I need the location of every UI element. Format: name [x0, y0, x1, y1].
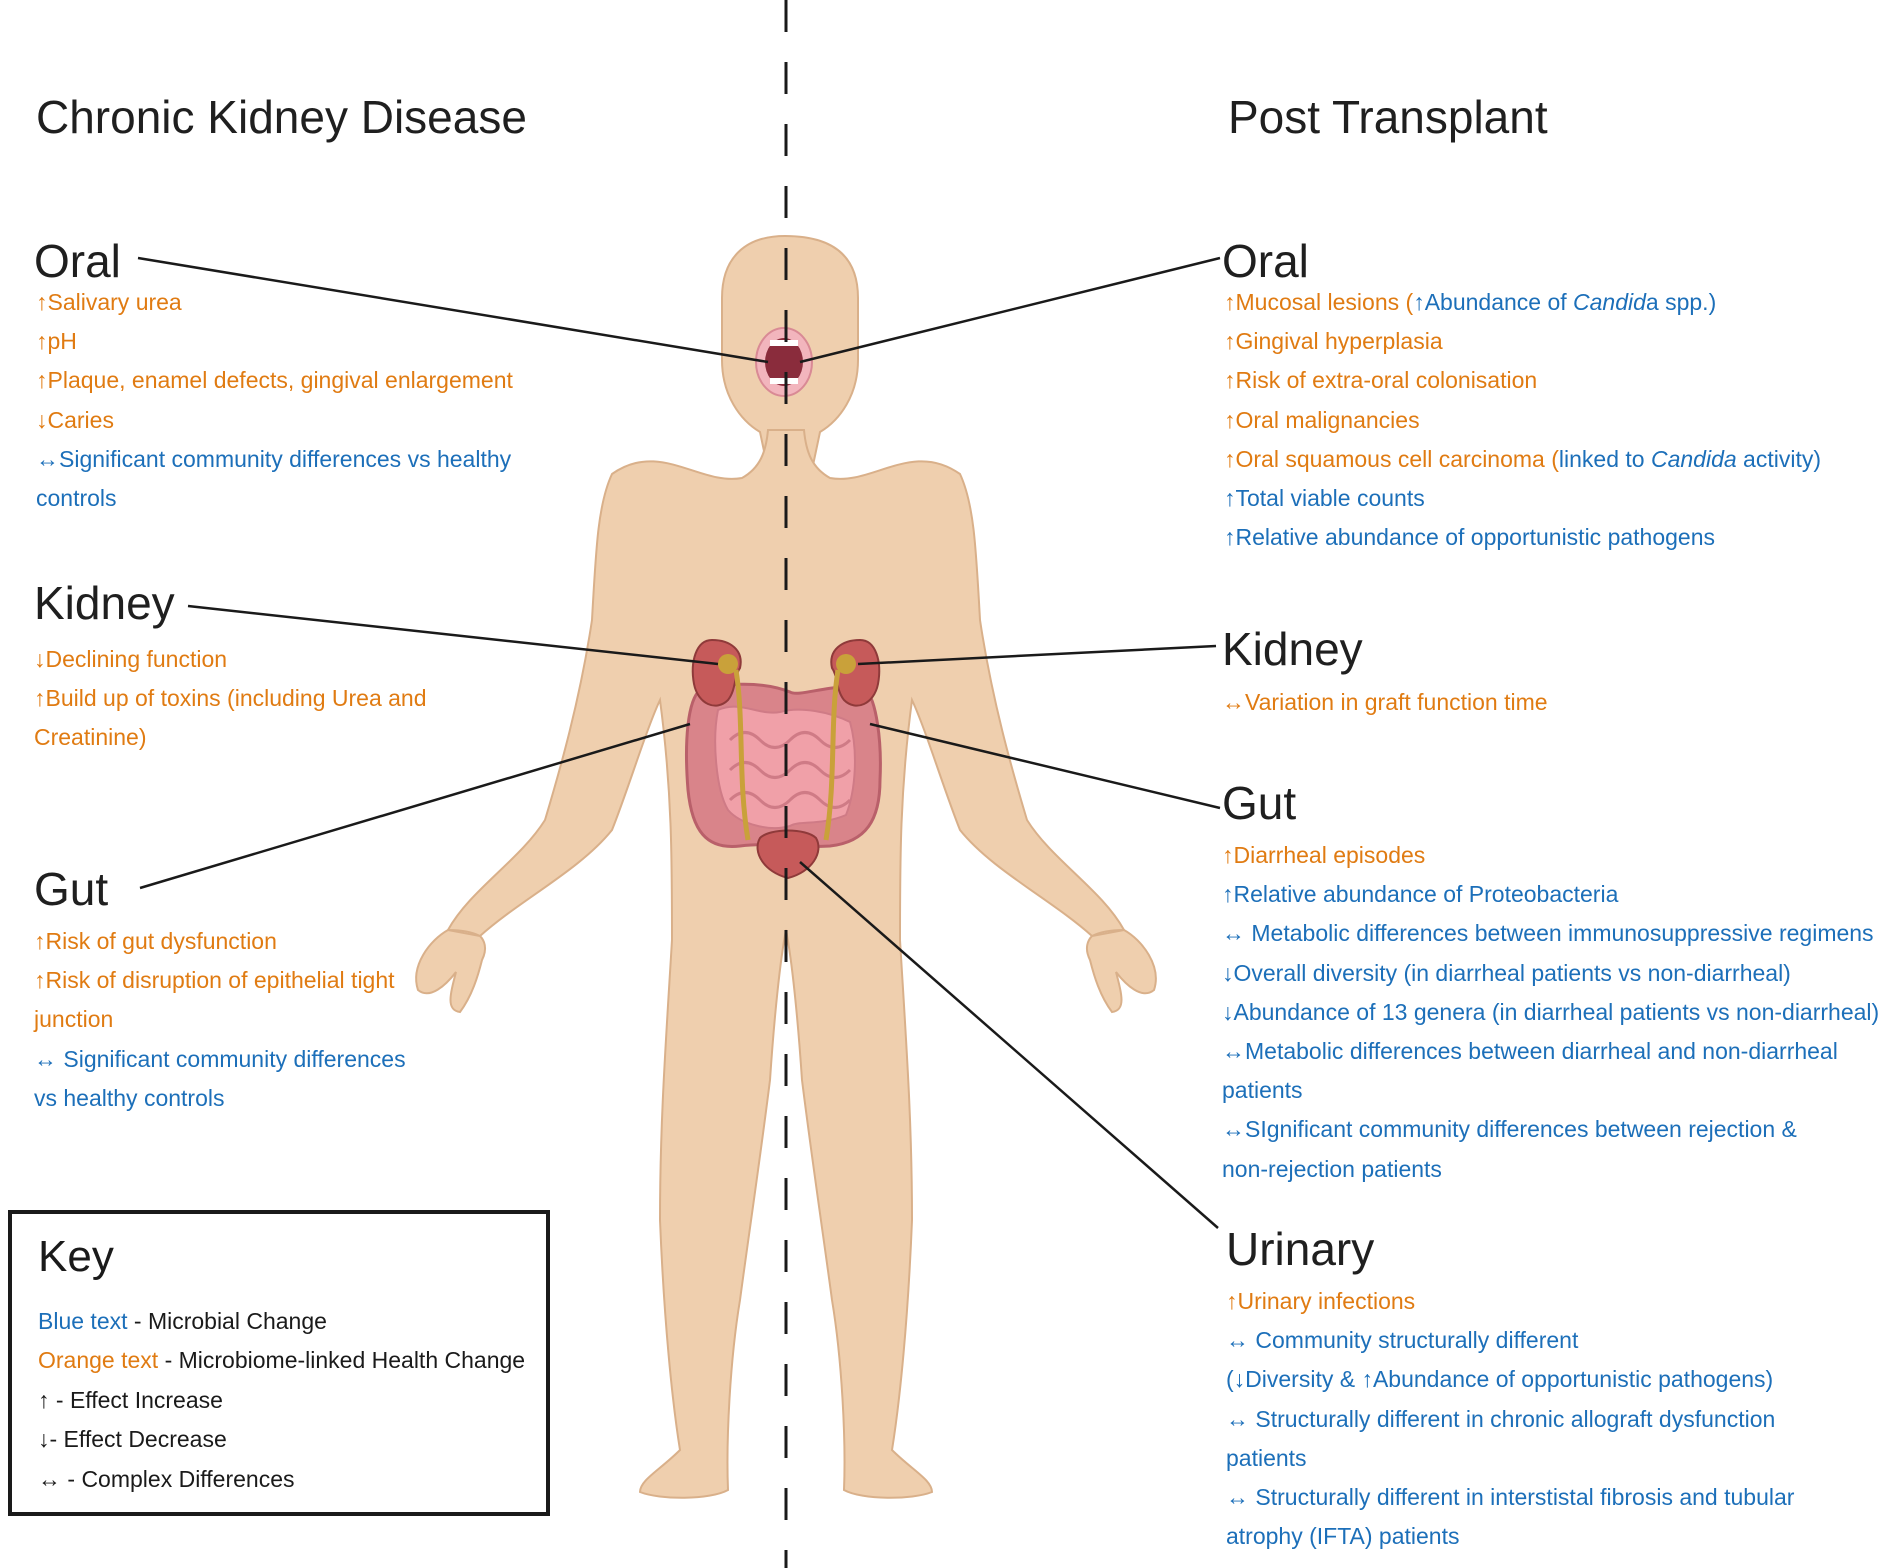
leader-pt-gut	[869, 722, 1221, 810]
ureters	[733, 669, 841, 841]
pt-urinary-title: Urinary	[1226, 1223, 1375, 1275]
ckd-oral-item: ↔Significant community differences vs he…	[36, 445, 512, 472]
pt-gut-item: ↑Diarrheal episodes	[1222, 842, 1426, 868]
ckd-gut-item: ↑Risk of disruption of epithelial tight	[34, 967, 395, 994]
ckd-kidney-item: ↑Build up of toxins (including Urea and	[34, 685, 427, 712]
key-blue-desc: - Microbial Change	[127, 1308, 327, 1334]
leader-pt-kidney	[857, 644, 1217, 666]
ckd-gut-item: ↔ Significant community differences	[34, 1045, 406, 1072]
pt-kidney-list: ↔Variation in graft function time	[1222, 683, 1548, 722]
leader-ckd-oral	[137, 256, 769, 364]
ckd-oral-list: ↑Salivary urea ↑pH ↑Plaque, enamel defec…	[36, 283, 513, 518]
pt-urinary-item: atrophy (IFTA) patients	[1226, 1523, 1460, 1550]
pt-gut-item: ↔SIgnificant community differences betwe…	[1222, 1116, 1797, 1143]
pt-oral-item: ↑Oral malignancies	[1224, 406, 1420, 433]
key-title: Key	[38, 1232, 114, 1281]
pt-gut-item: ↔ Metabolic differences between immunosu…	[1222, 920, 1874, 947]
pt-gut-item: ↑Relative abundance of Proteobacteria	[1222, 881, 1619, 908]
pt-oral-item: ↑Risk of extra-oral colonisation	[1224, 367, 1538, 394]
ckd-title: Chronic Kidney Disease	[36, 91, 527, 143]
pt-oral-item-scc: ↑Oral squamous cell carcinoma (linked to…	[1224, 445, 1821, 472]
left-hand	[415, 928, 487, 1014]
ckd-oral-item: ↑Plaque, enamel defects, gingival enlarg…	[36, 367, 513, 394]
leader-lines	[137, 256, 1221, 1229]
mouth	[755, 327, 813, 397]
pt-urinary-item: ↔ Structurally different in chronic allo…	[1226, 1405, 1776, 1432]
pt-gut-item: patients	[1222, 1077, 1303, 1104]
post-transplant-title: Post Transplant	[1228, 91, 1548, 143]
pt-oral-title: Oral	[1222, 235, 1309, 287]
pt-gut-title: Gut	[1222, 777, 1297, 829]
pt-kidney-item: ↔Variation in graft function time	[1222, 689, 1548, 715]
ckd-oral-item: ↓Caries	[36, 406, 114, 433]
pt-urinary-item: (↓Diversity & ↑Abundance of opportunisti…	[1226, 1366, 1774, 1393]
ckd-gut-title: Gut	[34, 863, 109, 915]
right-hand	[1085, 928, 1157, 1014]
pt-urinary-list: ↑Urinary infections ↔ Community structur…	[1226, 1282, 1794, 1556]
leader-ckd-gut	[139, 722, 691, 890]
pt-gut-item: ↔Metabolic differences between diarrheal…	[1222, 1038, 1838, 1065]
ckd-kidney-list: ↓Declining function ↑Build up of toxins …	[34, 640, 427, 758]
pt-oral-item: ↑Total viable counts	[1224, 485, 1425, 512]
key-orange-desc: - Microbiome-linked Health Change	[158, 1347, 526, 1374]
key-decrease-entry: ↓- Effect Decrease	[38, 1426, 227, 1453]
ckd-kidney-title: Kidney	[34, 577, 175, 629]
ckd-gut-item: vs healthy controls	[34, 1084, 225, 1111]
key-blue-label: Blue text	[38, 1308, 128, 1334]
ckd-gut-list: ↑Risk of gut dysfunction ↑Risk of disrup…	[34, 922, 406, 1118]
key-list: Blue text - Microbial Change Orange text…	[38, 1302, 525, 1499]
key-blue-entry: Blue text - Microbial Change	[38, 1302, 525, 1341]
pt-gut-list: ↑Diarrheal episodes ↑Relative abundance …	[1222, 836, 1879, 1189]
ckd-oral-item: ↑Salivary urea	[36, 289, 182, 315]
key-orange-entry: Orange text - Microbiome-linked Health C…	[38, 1341, 525, 1380]
pt-oral-item-mucosal: ↑Mucosal lesions (↑Abundance of Candida …	[1224, 289, 1717, 315]
leader-ckd-kidney	[187, 604, 719, 666]
kidneys	[691, 638, 881, 707]
pt-oral-item: ↑Gingival hyperplasia	[1224, 328, 1443, 355]
pt-gut-item: ↓Abundance of 13 genera (in diarrheal pa…	[1222, 998, 1880, 1025]
key-box: Key Blue text - Microbial Change Orange …	[8, 1210, 550, 1516]
pt-urinary-item: ↔ Structurally different in interstistal…	[1226, 1484, 1795, 1511]
pt-kidney-title: Kidney	[1222, 623, 1363, 675]
intestines	[685, 682, 882, 848]
pt-urinary-item: ↑Urinary infections	[1226, 1288, 1416, 1314]
ckd-gut-item: junction	[34, 1006, 114, 1033]
pt-urinary-item: ↔ Community structurally different	[1226, 1327, 1579, 1354]
ckd-oral-item: controls	[36, 485, 117, 512]
key-complex-entry: ↔ - Complex Differences	[38, 1465, 295, 1492]
pt-urinary-item: patients	[1226, 1444, 1307, 1471]
ckd-oral-item: ↑pH	[36, 328, 77, 355]
key-orange-label: Orange text	[38, 1347, 159, 1374]
ckd-kidney-item: ↓Declining function	[34, 646, 228, 672]
pt-gut-item: non-rejection patients	[1222, 1155, 1442, 1182]
ckd-gut-item: ↑Risk of gut dysfunction	[34, 928, 277, 954]
pt-oral-list: ↑Mucosal lesions (↑Abundance of Candida …	[1224, 283, 1821, 557]
pt-oral-item: ↑Relative abundance of opportunistic pat…	[1224, 524, 1716, 551]
pt-gut-item: ↓Overall diversity (in diarrheal patient…	[1222, 959, 1791, 986]
key-increase-entry: ↑ - Effect Increase	[38, 1386, 223, 1413]
ckd-oral-title: Oral	[34, 235, 121, 287]
leader-pt-urinary	[799, 861, 1219, 1229]
ckd-kidney-item: Creatinine)	[34, 724, 147, 751]
leader-pt-oral	[799, 256, 1221, 364]
